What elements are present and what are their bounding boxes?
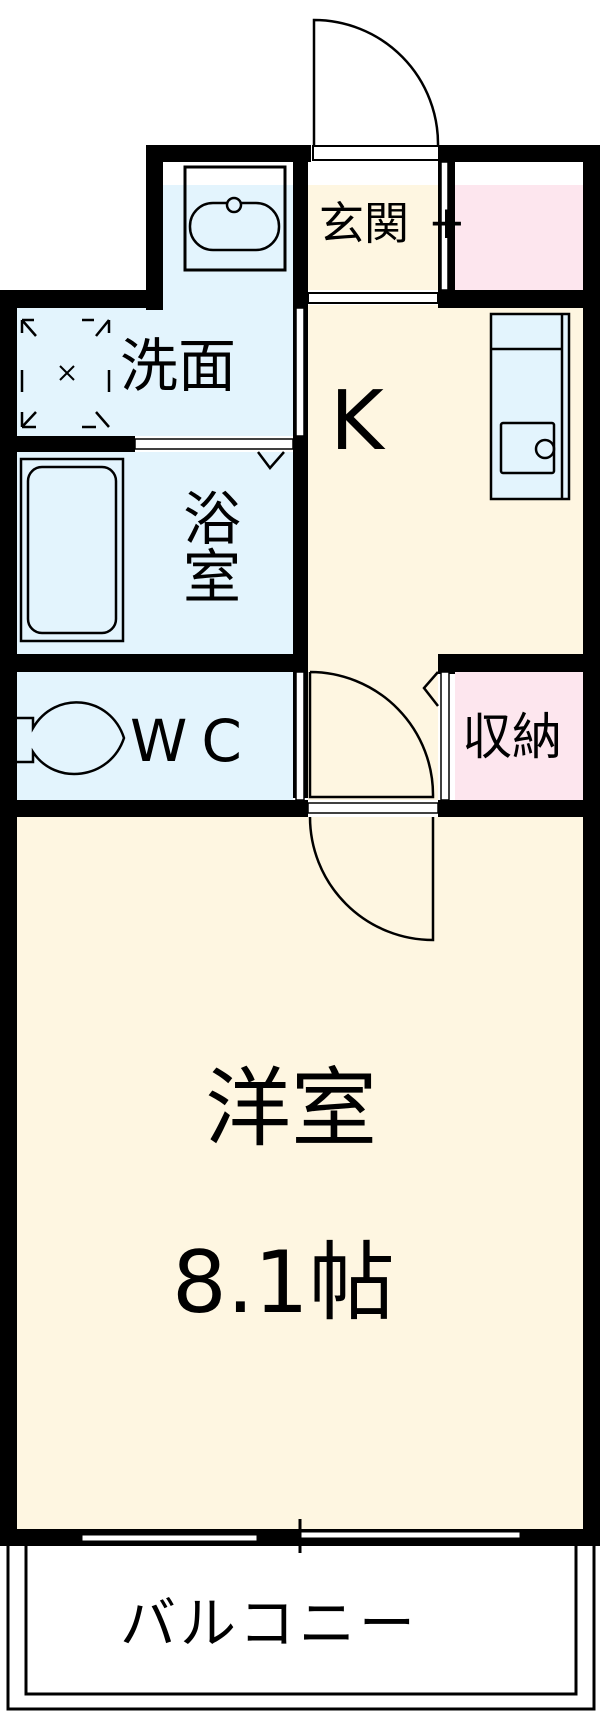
balcony-outer-rail [6, 1546, 596, 1711]
walls [0, 145, 600, 1546]
entrance-label: 玄関 [319, 197, 410, 250]
bathtub-inner [26, 465, 118, 635]
kitchen-counter [489, 312, 571, 501]
hall-fill [308, 655, 438, 800]
front-door-swing [312, 18, 440, 147]
kitchen-faucet [534, 438, 556, 460]
faucet [225, 196, 243, 214]
washroom-fill [17, 308, 293, 436]
hall-door-swing [308, 670, 435, 799]
washroom-label: 洗面 [120, 332, 237, 400]
storage-door-hint [422, 671, 439, 707]
bathroom-label: 浴室 [173, 488, 241, 604]
entrance-step-mark: + [428, 196, 466, 249]
entrance-fill [308, 185, 438, 290]
bathroom-fill [17, 452, 293, 654]
balcony-label: バルコニー [120, 1592, 419, 1657]
bath-door-hint [257, 451, 285, 470]
storage-label: 収納 [462, 708, 562, 766]
western-room-fill [17, 817, 583, 1529]
toilet-fill [17, 672, 293, 800]
door-swings [257, 18, 440, 942]
toilet-bowl [17, 701, 126, 776]
fixtures [6, 165, 596, 1711]
western-room-label: 洋室 [205, 1059, 377, 1159]
room-fills [17, 185, 583, 1529]
storage-fill [455, 672, 583, 800]
toilet-label: WC [130, 707, 256, 775]
shoebox-fill [455, 185, 583, 290]
balcony-inner-rail [24, 1546, 578, 1696]
washing-machine-space [20, 318, 111, 429]
kitchen-label: K [330, 374, 384, 469]
western-room-size: 8.1帖 [172, 1233, 395, 1333]
room-door-swing [308, 816, 435, 942]
washbasin-cabinet [183, 165, 287, 272]
openings [81, 145, 521, 1553]
bathtub-outer [19, 457, 125, 643]
